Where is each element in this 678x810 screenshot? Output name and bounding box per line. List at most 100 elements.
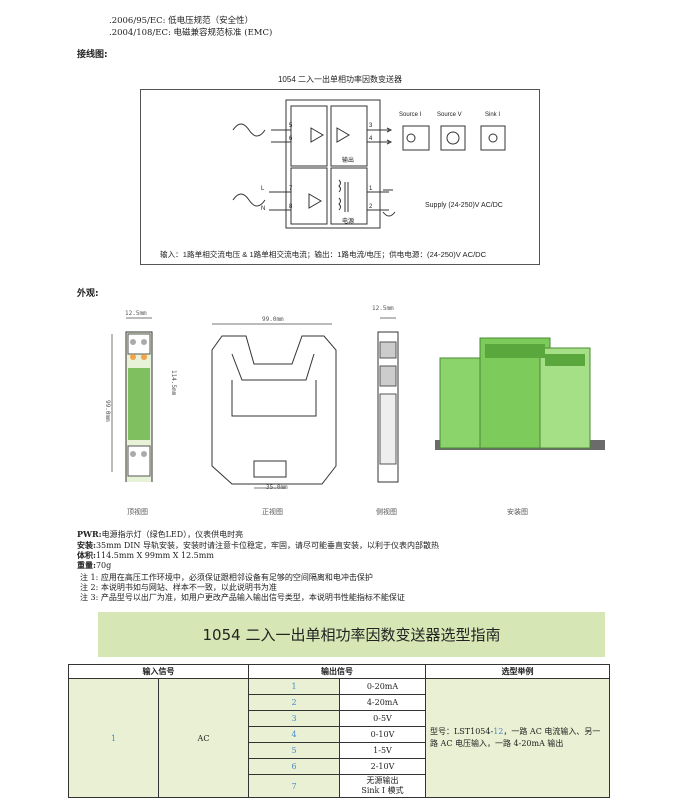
table-row: 7 无源输出 Sink I 模式 bbox=[69, 774, 610, 798]
output-code-cell: 6 bbox=[248, 758, 340, 775]
terminal-6: 6 bbox=[289, 136, 293, 142]
installation-image bbox=[435, 337, 605, 450]
output-code-cell: 7 bbox=[248, 774, 340, 798]
spec-weight-text: 70g bbox=[95, 561, 112, 570]
ac-wave-icon bbox=[232, 123, 266, 137]
amplifier-icon bbox=[310, 127, 324, 143]
spec-pwr: PWR:电源指示灯（绿色LED），仪表供电时亮 bbox=[77, 529, 243, 540]
wiring-diagram-title: 1054 二入一出单相功率因数变送器 bbox=[277, 75, 403, 84]
table-row: 6 2-10V bbox=[69, 758, 610, 775]
spec-size-label: 体积: bbox=[77, 550, 96, 560]
source-v-box bbox=[440, 125, 466, 151]
output-code-cell: 4 bbox=[248, 726, 340, 743]
terminal-7: 7 bbox=[289, 186, 293, 192]
table-row: 5 1-5V bbox=[69, 742, 610, 759]
spec-weight: 重量:70g bbox=[77, 560, 111, 571]
wiring-diagram-svg bbox=[232, 99, 506, 229]
spec-install: 安装:35mm DIN 导轨安装，安装时请注意卡位稳定，牢固，请尽可能垂直安装，… bbox=[77, 540, 439, 551]
voltage-source-icon bbox=[446, 131, 460, 145]
standard-line-2: .2004/108/EC: 电磁兼容规范标准 (EMC) bbox=[109, 28, 273, 38]
output-signal-cell: 0-20mA bbox=[339, 678, 426, 695]
output-signal-cell: 2-10V bbox=[339, 758, 426, 775]
example-cell: 型号：LST1054-12，一路 AC 电流输入、另一 路 AC 电压输入，一路… bbox=[425, 678, 610, 798]
terminal-2: 2 bbox=[369, 204, 373, 210]
note-3: 注 3: 产品型号以出厂为准，如用户更改产品输入输出信号类型，本说明书性能指标不… bbox=[80, 593, 405, 602]
appearance-heading: 外观: bbox=[77, 289, 99, 299]
example-prefix: 型号：LST1054- bbox=[430, 727, 494, 736]
output-label: 输出 bbox=[342, 158, 355, 164]
spec-install-text: 35mm DIN 导轨安装，安装时请注意卡位稳定，牢固，请尽可能垂直安装，以利于… bbox=[95, 541, 439, 550]
header-example: 选型举例 bbox=[425, 664, 610, 679]
source-v-label: Source V bbox=[437, 112, 462, 118]
header-output: 输出信号 bbox=[248, 664, 426, 679]
power-block bbox=[330, 167, 368, 225]
ac-wave-icon bbox=[232, 193, 266, 207]
install-view-label: 安装图 bbox=[507, 508, 528, 516]
top-view-label: 顶视图 bbox=[127, 508, 148, 516]
output-code-cell: 2 bbox=[248, 694, 340, 711]
table-header-row: 输入信号 输出信号 选型举例 bbox=[68, 664, 610, 679]
note-1: 注 1: 应用在高压工作环境中，必须保证跟相邻设备有足够的空间隔离和电冲击保护 bbox=[80, 573, 373, 582]
front-view-drawing bbox=[211, 323, 337, 489]
spec-pwr-text: 电源指示灯（绿色LED），仪表供电时亮 bbox=[101, 530, 244, 539]
input-type-cell: AC bbox=[158, 678, 249, 798]
table-row: 1 AC 1 0-20mA 型号：LST1054-12，一路 AC 电流输入、另… bbox=[68, 678, 610, 798]
terminal-8: 8 bbox=[289, 204, 293, 210]
spec-weight-label: 重量: bbox=[77, 560, 96, 570]
amplifier-icon bbox=[308, 193, 322, 209]
output-code-cell: 1 bbox=[248, 678, 340, 695]
top-view-drawing bbox=[111, 317, 153, 482]
header-input: 输入信号 bbox=[68, 664, 249, 679]
spec-size-text: 114.5mm X 99mm X 12.5mm bbox=[95, 551, 214, 560]
selection-guide-title: 1054 二入一出单相功率因数变送器选型指南 bbox=[98, 612, 605, 657]
output-signal-cell: 0-5V bbox=[339, 710, 426, 727]
side-base-dim: 35.0mm bbox=[266, 484, 288, 491]
table-row: 2 4-20mA bbox=[69, 694, 610, 711]
side-view-drawing bbox=[377, 317, 399, 483]
line-label: L bbox=[261, 186, 265, 192]
wiring-caption: 输入：1路单相交流电压 & 1路单相交流电流；输出：1路电流/电压；供电电源：(… bbox=[160, 250, 487, 259]
current-source-icon bbox=[406, 133, 416, 143]
selection-table: 输入信号 输出信号 选型举例 1 AC 1 0-20mA 型号：LST1054-… bbox=[68, 664, 610, 798]
output-signal-cell: 无源输出 Sink I 模式 bbox=[339, 774, 426, 798]
transformer-icon bbox=[338, 179, 341, 211]
source-i-box bbox=[402, 125, 430, 151]
supply-label: Supply (24-250)V AC/DC bbox=[425, 202, 503, 209]
terminal-1: 1 bbox=[369, 186, 373, 192]
side-width-dim: 99.0mm bbox=[262, 316, 284, 323]
current-sink-icon bbox=[488, 133, 498, 143]
terminal-4: 4 bbox=[369, 136, 373, 142]
rear-width-dim: 12.5mm bbox=[372, 305, 394, 312]
front-height2-dim: 114.5mm bbox=[170, 370, 177, 396]
supply-wave-icon bbox=[382, 211, 396, 217]
source-i-label: Source I bbox=[399, 112, 422, 118]
amplifier-icon bbox=[336, 127, 350, 143]
table-row: 3 0-5V bbox=[69, 710, 610, 727]
wiring-diagram: 5 6 3 4 7 8 1 2 L N 输出 电源 Source I Sourc… bbox=[140, 89, 540, 265]
spec-pwr-label: PWR: bbox=[77, 529, 102, 539]
table-row: 4 0-10V bbox=[69, 726, 610, 743]
sink-i-box bbox=[480, 125, 506, 151]
output-signal-cell: 4-20mA bbox=[339, 694, 426, 711]
neutral-label: N bbox=[261, 206, 266, 212]
front-height-dim: 99.0mm bbox=[104, 400, 111, 422]
input-code-cell: 1 bbox=[68, 678, 159, 798]
terminal-5: 5 bbox=[289, 123, 293, 129]
output-signal-cell: 0-10V bbox=[339, 726, 426, 743]
example-suffix: ，一路 AC 电流输入、另一 路 AC 电压输入，一路 4-20mA 输出 bbox=[430, 727, 601, 748]
output-signal-cell: 1-5V bbox=[339, 742, 426, 759]
wiring-heading: 接线图: bbox=[77, 50, 108, 60]
front-view-label: 正视图 bbox=[262, 508, 283, 516]
spec-size: 体积:114.5mm X 99mm X 12.5mm bbox=[77, 550, 214, 561]
terminal-3: 3 bbox=[369, 123, 373, 129]
output-code-cell: 3 bbox=[248, 710, 340, 727]
front-width-dim: 12.5mm bbox=[125, 310, 147, 317]
output-code-cell: 5 bbox=[248, 742, 340, 759]
power-label: 电源 bbox=[342, 219, 355, 225]
sink-i-label: Sink I bbox=[485, 112, 501, 118]
side-view-label: 侧视图 bbox=[376, 508, 397, 516]
example-code: 12 bbox=[493, 727, 504, 736]
spec-install-label: 安装: bbox=[77, 540, 96, 550]
standard-line-1: .2006/95/EC: 低电压规范（安全性） bbox=[109, 16, 254, 26]
note-2: 注 2: 本说明书如与网站、样本不一致，以此说明书为准 bbox=[80, 583, 277, 592]
